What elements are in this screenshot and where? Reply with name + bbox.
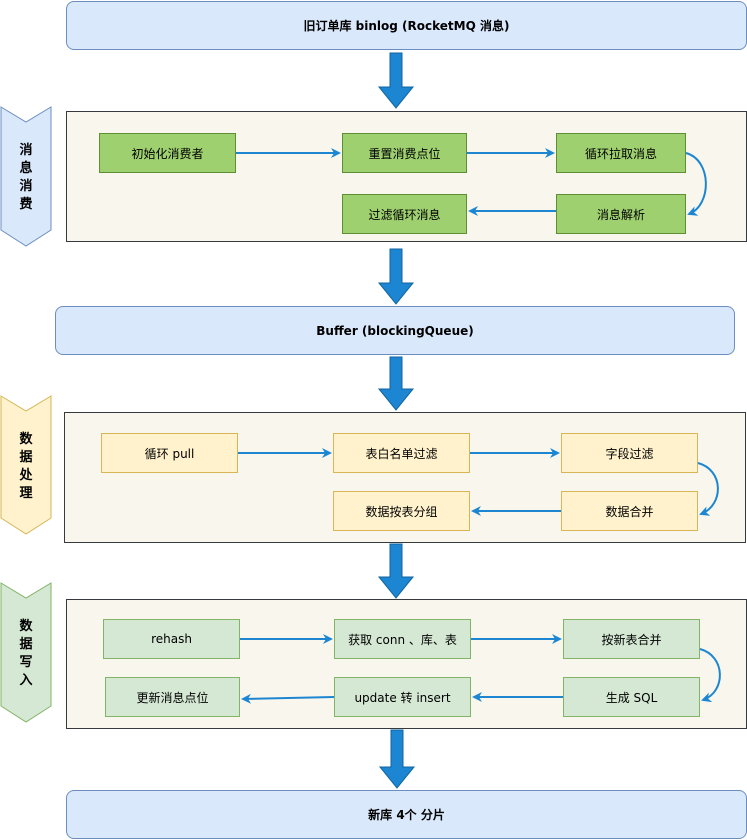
target-shards-banner: 新库 4个 分片 bbox=[66, 790, 747, 839]
pull-messages-node: 循环拉取消息 bbox=[556, 133, 686, 173]
block-arrow-process-to-write bbox=[377, 543, 415, 599]
write-section-label: 数据写入 bbox=[19, 619, 33, 688]
consume-tab-shape bbox=[0, 106, 52, 247]
process-section-label: 数据处理 bbox=[19, 432, 33, 501]
generate-sql-node: 生成 SQL bbox=[563, 677, 700, 717]
consume-section-label: 消息消费 bbox=[19, 143, 33, 212]
buffer-banner: Buffer (blockingQueue) bbox=[55, 306, 735, 355]
process-tab-shape bbox=[0, 395, 52, 535]
block-arrow-consume-to-buffer bbox=[377, 248, 415, 305]
update-offset-node: 更新消息点位 bbox=[105, 677, 240, 717]
loop-pull-node: 循环 pull bbox=[101, 433, 238, 473]
arrow-updateinsert-to-updateoffset bbox=[241, 693, 335, 704]
source-binlog-banner: 旧订单库 binlog (RocketMQ 消息) bbox=[66, 1, 747, 50]
update-to-insert-node: update 转 insert bbox=[334, 677, 471, 717]
init-consumer-node: 初始化消费者 bbox=[99, 133, 236, 173]
block-arrow-write-to-target bbox=[378, 729, 416, 789]
reset-offset-node: 重置消费点位 bbox=[342, 133, 467, 173]
arrow-mergenew-to-gensql bbox=[699, 648, 721, 703]
filter-loop-messages-node: 过滤循环消息 bbox=[342, 194, 467, 234]
merge-new-table-node: 按新表合并 bbox=[563, 619, 700, 659]
group-by-table-node: 数据按表分组 bbox=[333, 491, 470, 531]
arrow-pull-to-parse bbox=[685, 152, 707, 216]
block-arrow-buffer-to-process bbox=[377, 356, 415, 411]
data-merge-node: 数据合并 bbox=[561, 491, 698, 531]
block-arrow-source-to-consume bbox=[377, 52, 415, 109]
get-connection-node: 获取 conn 、库、表 bbox=[334, 619, 471, 659]
whitelist-filter-node: 表白名单过滤 bbox=[333, 433, 470, 473]
field-filter-node: 字段过滤 bbox=[561, 433, 698, 473]
rehash-node: rehash bbox=[103, 619, 240, 659]
arrow-fieldfilter-to-merge bbox=[697, 462, 719, 516]
write-tab-shape bbox=[0, 582, 52, 723]
parse-message-node: 消息解析 bbox=[556, 194, 686, 234]
